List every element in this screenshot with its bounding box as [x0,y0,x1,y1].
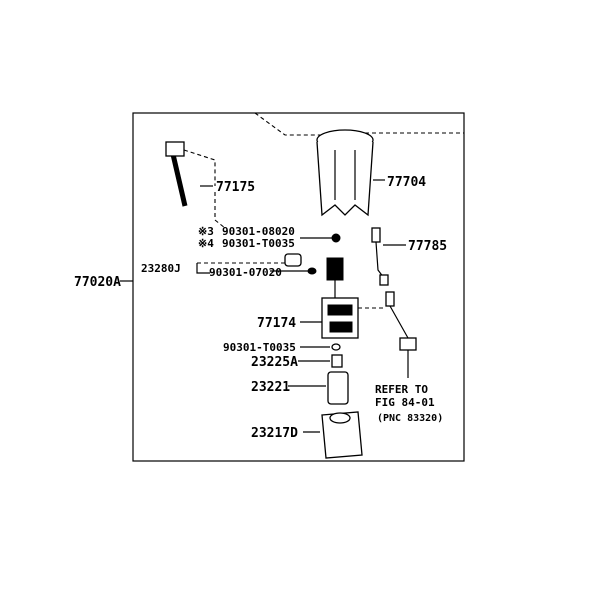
filter-part [300,257,385,339]
gasket4-mark: ※4 [198,237,214,250]
label-77020A: 77020A [74,275,121,290]
dash-outline [254,112,325,136]
label-90301-T0035: 90301-T0035 [222,237,295,250]
oring2-part [331,343,341,351]
label-90301-T0035-lower: 90301-T0035 [223,341,296,354]
gasket-part [331,233,341,243]
refer-line-1: REFER TO [375,383,428,396]
pump-part [327,371,349,405]
label-77175: 77175 [216,180,255,195]
regulator-part [284,253,302,267]
refer-line-3: (PNC 83320) [377,413,443,424]
cushion-part [331,354,343,368]
retainer-part [316,129,385,217]
label-23217D: 23217D [251,426,298,441]
label-77785: 77785 [408,239,447,254]
harness-part [371,227,406,286]
label-90301-07020: 90301-07020 [209,266,282,279]
diagram-frame [132,112,465,462]
label-90301-08020: 90301-08020 [222,225,295,238]
label-23280J: 23280J [141,262,181,275]
sender-gauge-part [165,141,226,229]
oring-part [307,267,317,275]
strainer-part [321,411,363,459]
float-arm-part [385,291,417,378]
refer-line-2: FIG 84-01 [375,396,435,409]
label-77704: 77704 [387,175,426,190]
label-77174: 77174 [257,316,296,331]
label-23221: 23221 [251,380,290,395]
label-23225A: 23225A [251,355,298,370]
gasket3-mark: ※3 [198,225,214,238]
